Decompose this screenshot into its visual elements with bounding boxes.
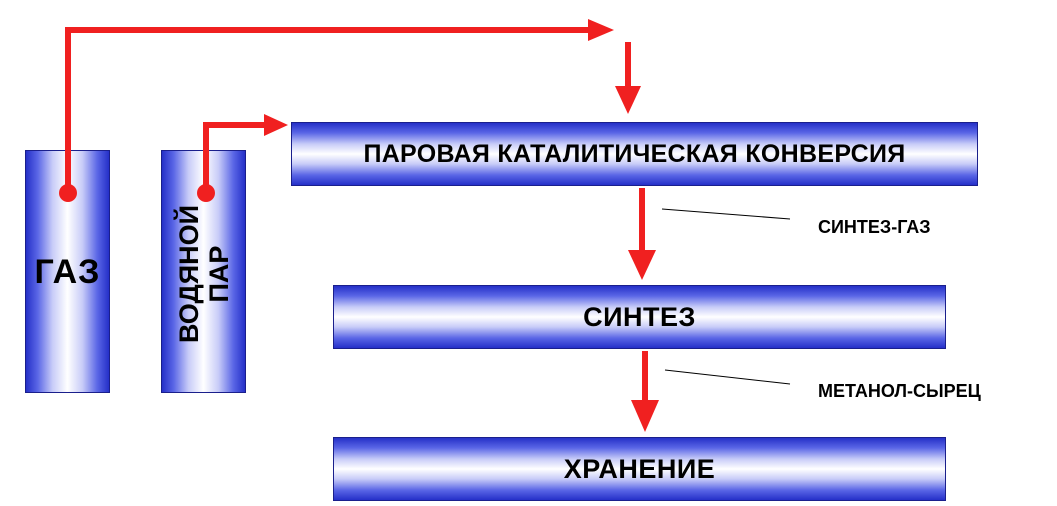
syngas-leader-line [661, 208, 791, 220]
steam-feed-arrowhead [264, 114, 288, 136]
storage-block: ХРАНЕНИЕ [333, 437, 946, 501]
steam-label: ВОДЯНОЙ ПАР [174, 189, 234, 359]
steam-label-line-1: ВОДЯНОЙ [173, 204, 204, 344]
methanol-leader-line [664, 369, 791, 385]
synthesis-label: СИНТЕЗ [583, 301, 696, 332]
methanol-flow-arrowhead [631, 400, 659, 432]
conversion-inlet-arrow [615, 42, 641, 114]
methanol-raw-stream-label: МЕТАНОЛ-СЫРЕЦ [818, 381, 981, 401]
conversion-label: ПАРОВАЯ КАТАЛИТИЧЕСКАЯ КОНВЕРСИЯ [363, 139, 906, 168]
gas-label: ГАЗ [34, 253, 101, 291]
steam-input-column: ВОДЯНОЙ ПАР [161, 150, 246, 393]
gas-input-column: ГАЗ [25, 150, 110, 393]
methanol-flow-arrow [631, 351, 659, 432]
synthesis-block: СИНТЕЗ [333, 285, 946, 349]
syngas-flow-arrowhead [628, 250, 656, 280]
steam-catalytic-conversion-block: ПАРОВАЯ КАТАЛИТИЧЕСКАЯ КОНВЕРСИЯ [291, 122, 978, 186]
syngas-flow-arrow [628, 188, 656, 280]
syngas-stream-label: СИНТЕЗ-ГАЗ [818, 217, 931, 237]
conversion-inlet-arrowhead [615, 86, 641, 114]
gas-feed-arrowhead [588, 19, 614, 41]
steam-label-line-2: ПАР [203, 245, 234, 303]
storage-label: ХРАНЕНИЕ [563, 453, 716, 484]
